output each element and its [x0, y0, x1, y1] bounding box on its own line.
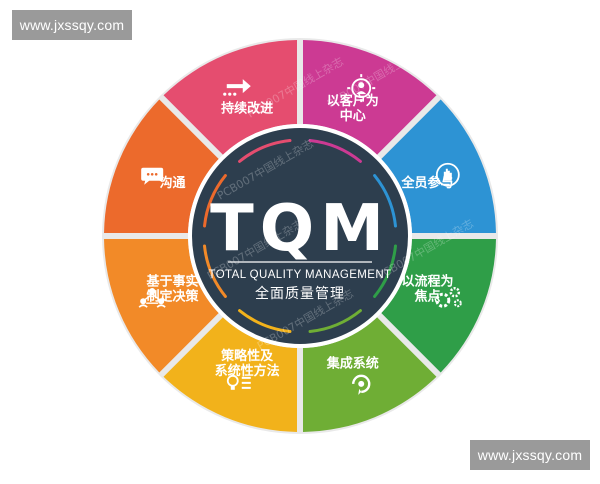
hub	[192, 128, 408, 344]
watermark-top: www.jxssqy.com	[12, 10, 132, 40]
segment-3: 全员参与	[381, 99, 496, 234]
center-title: TQM	[210, 192, 390, 266]
customer-center-icon	[347, 74, 376, 103]
segment-shape	[163, 40, 298, 155]
segment-label: 全员参与	[400, 175, 453, 191]
hub-accent-arc	[238, 139, 292, 163]
bulb-list-icon	[226, 374, 251, 390]
segment-label: 以客户为	[327, 93, 379, 109]
segment-label: 集成系统	[326, 355, 379, 371]
hub-accent-arc	[203, 244, 227, 298]
segment-label: 基于事实	[145, 273, 198, 289]
segment-label: 策略性及	[221, 348, 274, 364]
system-cycle-icon	[352, 374, 371, 395]
segment-shape	[302, 40, 437, 155]
hub-accent-arc	[308, 309, 362, 333]
hub-accent-arc	[308, 139, 362, 163]
hub-accent-arc	[373, 244, 397, 298]
segment-label: 中心	[340, 108, 366, 124]
gears-icon	[435, 286, 462, 308]
segment-shape	[381, 99, 496, 234]
segment-8: 沟通	[104, 99, 219, 234]
center-subtitle: TOTAL QUALITY MANAGEMENT	[209, 269, 392, 281]
hand-raise-icon	[435, 162, 460, 187]
segment-label: 持续改进	[221, 101, 273, 117]
segment-label: 焦点	[413, 288, 440, 304]
segment-label: 系统性方法	[215, 363, 280, 379]
segment-shape	[163, 317, 298, 432]
hub-accent-arc	[373, 174, 397, 228]
segment-label: 制定决策	[146, 288, 199, 304]
segment-label: 以流程为	[401, 273, 453, 289]
segment-5: 集成系统	[302, 317, 437, 432]
people-network-icon	[138, 288, 166, 308]
chat-bubble-icon	[141, 167, 164, 185]
segment-label: 沟通	[159, 175, 185, 191]
hub-accent-arc	[238, 309, 292, 333]
watermark-bottom: www.jxssqy.com	[470, 440, 590, 470]
center-chinese: 全面质量管理	[255, 285, 345, 302]
hub-accent-arc	[203, 174, 227, 228]
segment-1: 持续改进	[163, 40, 298, 155]
segment-shape	[104, 99, 219, 234]
segment-shape	[381, 238, 496, 373]
segment-shape	[302, 317, 437, 432]
arrows-icon	[223, 79, 251, 96]
